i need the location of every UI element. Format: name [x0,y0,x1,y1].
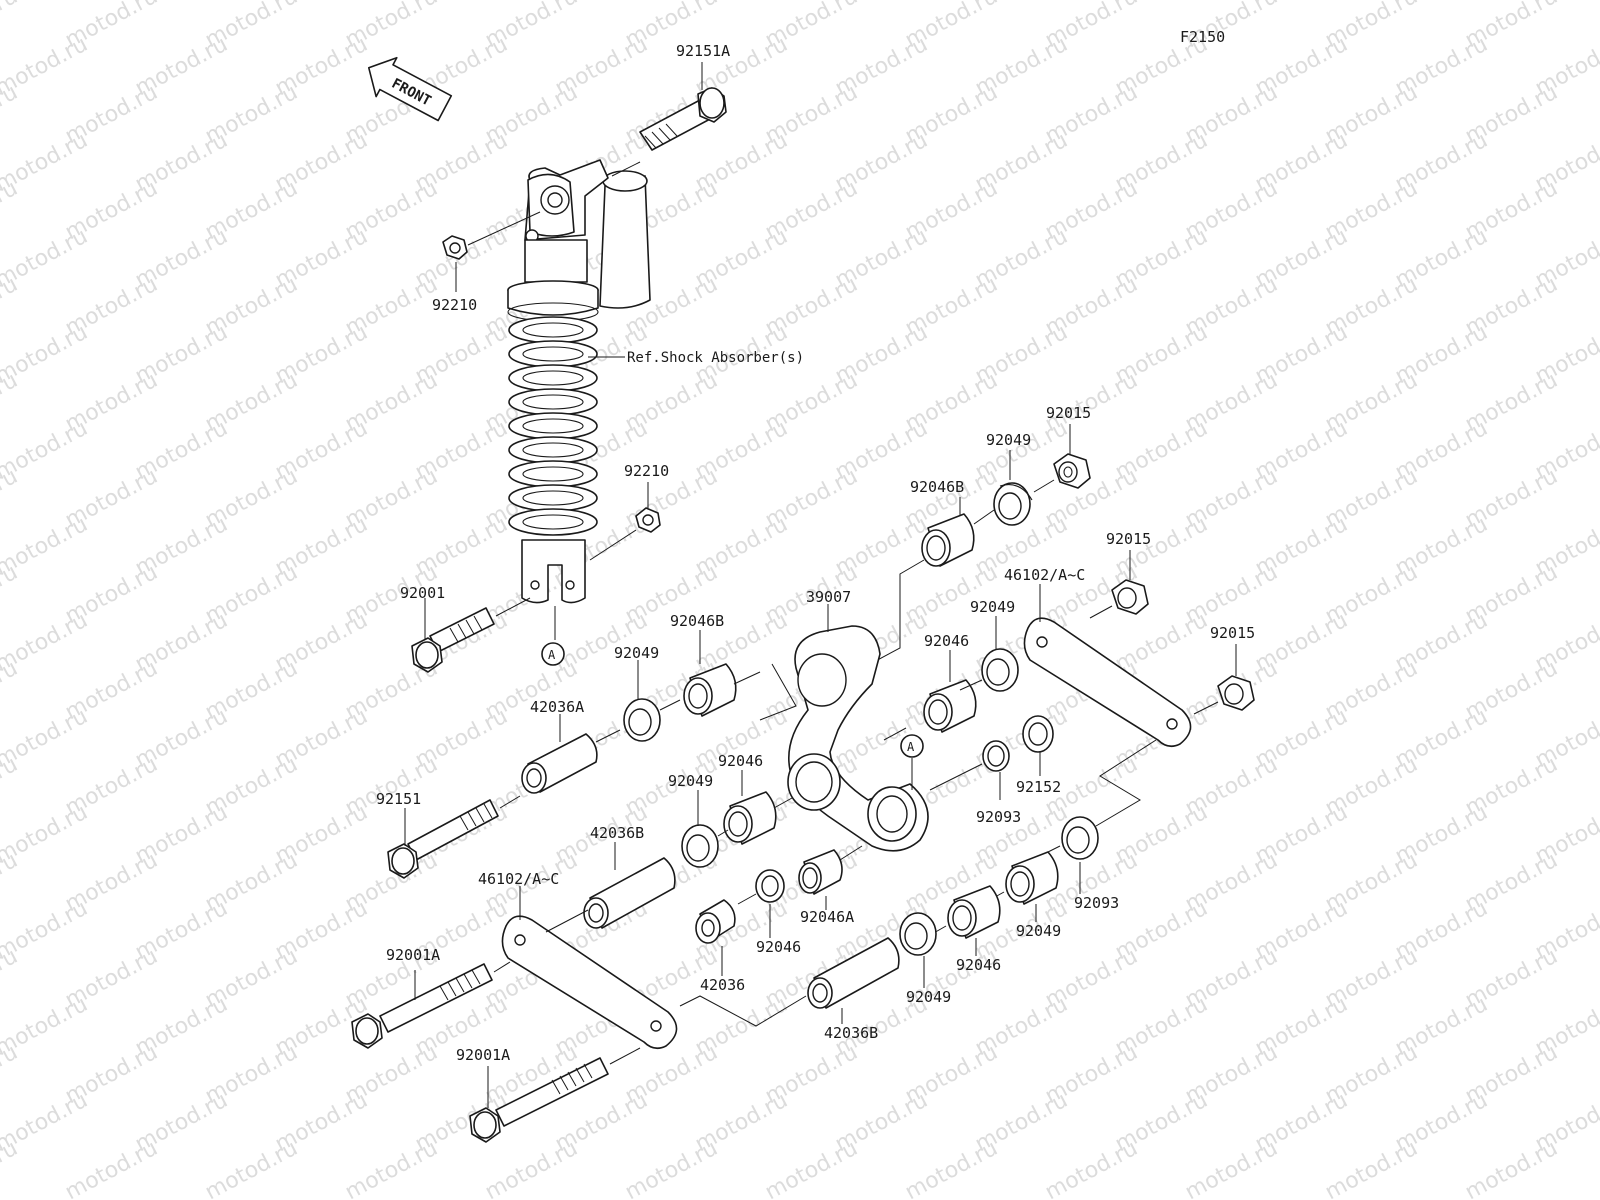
part-label-92210-upper: 92210 [432,296,477,314]
bearing-92046b-a [921,513,975,567]
part-label-92001a-upper: 92001A [386,946,440,964]
part-label-92046-b: 92046 [924,632,969,650]
seal-92049-b [981,648,1019,692]
spring-coil [508,340,598,368]
link-arm-39007 [787,625,929,852]
bearing-92046-b [923,679,977,733]
tie-rod-46102-lower [501,915,678,1050]
part-label-92210-lower: 92210 [624,462,669,480]
part-label-46102-lower: 46102/A~C [478,870,559,888]
collar-92152 [1022,715,1054,753]
part-label-92046b-b: 92046B [670,612,724,630]
nut-92210-lower [635,507,661,533]
bearing-92046a [798,849,843,895]
part-label-92015-b: 92015 [1106,530,1151,548]
part-label-92093-b: 92046 [756,938,801,956]
seal-92093-a [982,740,1010,772]
bolt-92001a-lower [469,1057,609,1143]
spring-coil [508,460,598,488]
part-label-92046-d: 92049 [1016,922,1061,940]
spacer-42036a [521,733,598,794]
part-label-42036: 42036 [700,976,745,994]
spring-coil-inner [522,514,584,530]
seal-92049-a [993,482,1033,526]
ref-marker-a-2: A [907,740,915,754]
spring-coil-inner [522,322,584,338]
spring-coil [508,364,598,392]
shock-absorber [507,159,651,604]
figure-code: F2150 [1180,28,1225,46]
nut-92210-upper [442,235,468,260]
ref-marker-circle [541,642,565,666]
spring-coil [508,508,598,536]
spring-coil [508,436,598,464]
collar-92015-b [1111,579,1149,615]
part-label-92049-a: 92049 [986,431,1031,449]
part-label-92152: 92152 [1016,778,1061,796]
seal-92093-b [755,869,785,903]
bolt-92001a-upper [351,963,493,1049]
part-number-labels: 92151A 92210 92210 92001 92015 92049 920… [376,42,1255,1064]
coil-spring [508,316,598,536]
part-label-92049-f: 92049 [906,988,951,1006]
part-label-92046-c: 92046 [718,752,763,770]
bearing-92046-d [1005,851,1059,905]
bolt-92151 [387,799,499,879]
collar-42036 [695,899,736,944]
part-label-92046b-a: 92046B [910,478,964,496]
part-label-92049-e: 92093 [1074,894,1119,912]
part-label-92001a-lower: 92001A [456,1046,510,1064]
part-label-92015-c: 92015 [1210,624,1255,642]
bearing-92046-c [723,791,777,845]
part-label-92001: 92001 [400,584,445,602]
spring-coil-inner [522,418,584,434]
spring-coil-inner [522,490,584,506]
bolt-92151a [639,87,727,151]
part-label-92046a: 92046A [800,908,854,926]
part-label-46102-upper: 46102/A~C [1004,566,1085,584]
front-direction-arrow-icon: FRONT [367,56,453,122]
ref-marker-a: A [548,648,556,662]
seal-92049-e [1061,816,1099,860]
part-label-42036b-upper: 42036B [590,824,644,842]
spring-coil-inner [522,370,584,386]
spring-coil-inner [522,394,584,410]
part-label-92151: 92151 [376,790,421,808]
part-label-92151a: 92151A [676,42,730,60]
spring-coil [508,484,598,512]
spacer-42036b-upper [583,857,676,929]
spring-coil [508,412,598,440]
spring-coil-inner [522,466,584,482]
part-label-42036b-lower: 42036B [824,1024,878,1042]
part-label-92049-d: 92049 [668,772,713,790]
spring-coil [508,316,598,344]
spring-coil [508,388,598,416]
tie-rod-46102-upper [1023,617,1192,748]
reference-note: Ref.Shock Absorber(s) [627,350,804,366]
spring-coil-inner [522,346,584,362]
bearing-92046-e [947,885,1001,939]
spring-coil-inner [522,442,584,458]
bearing-92046b-b [683,663,737,717]
bolt-92001 [411,607,495,673]
collar-92015-a [1053,453,1091,489]
part-label-42036a: 42036A [530,698,584,716]
seal-92049-c [623,698,661,742]
part-label-92093-a: 92093 [976,808,1021,826]
seal-92049-d [681,824,719,868]
spacer-42036b-lower [807,937,900,1009]
part-label-92015-a: 92015 [1046,404,1091,422]
part-label-92046-e: 92046 [956,956,1001,974]
part-label-92049-c: 92049 [614,644,659,662]
part-label-92049-b: 92049 [970,598,1015,616]
seal-92049-f [899,912,937,956]
part-label-39007: 39007 [806,588,851,606]
collar-92015-c [1217,675,1255,711]
